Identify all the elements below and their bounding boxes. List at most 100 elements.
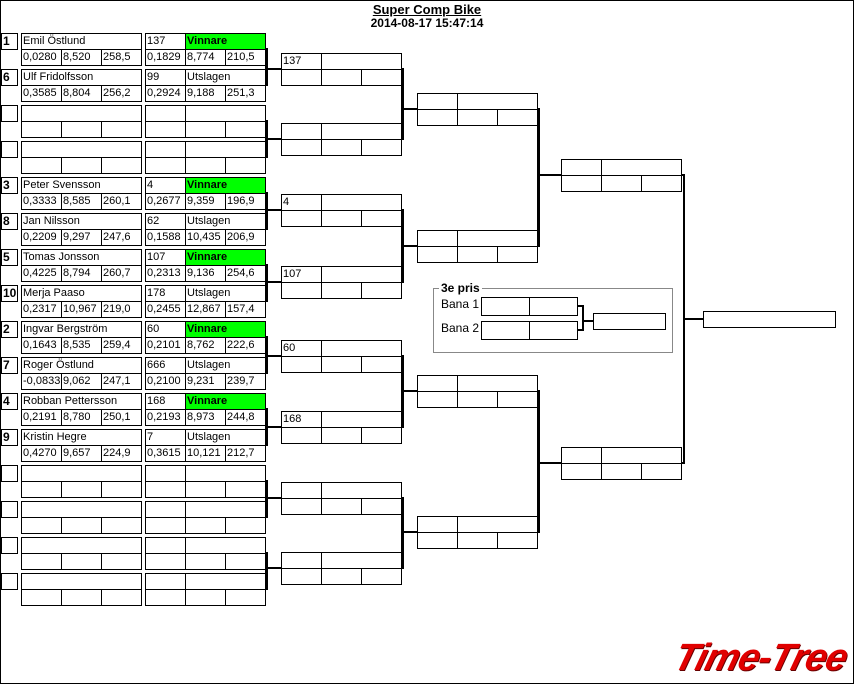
round2-match-time-1[interactable] (281, 427, 322, 444)
result-time-1[interactable]: 0,2677 (145, 193, 186, 210)
semifinal-match-number[interactable] (561, 159, 602, 176)
rider-time-3[interactable] (101, 589, 142, 606)
result-status[interactable] (185, 105, 266, 122)
result-time-1[interactable]: 0,3615 (145, 445, 186, 462)
round3-match-time-3[interactable] (497, 532, 538, 549)
rider-time-2[interactable] (61, 517, 102, 534)
result-time-1[interactable] (145, 553, 186, 570)
rider-time-1[interactable]: 0,2209 (21, 229, 62, 246)
result-number[interactable] (145, 501, 186, 518)
round2-match-status[interactable] (321, 340, 402, 357)
result-number[interactable]: 137 (145, 33, 186, 50)
round3-match-time-3[interactable] (497, 391, 538, 408)
result-status[interactable]: Utslagen (185, 429, 266, 446)
semifinal-match-number[interactable] (561, 447, 602, 464)
round3-match-number[interactable] (417, 516, 458, 533)
rider-name[interactable]: Roger Östlund (21, 357, 142, 374)
rider-time-1[interactable] (21, 481, 62, 498)
round2-match-status[interactable] (321, 482, 402, 499)
rider-time-1[interactable]: 0,2317 (21, 301, 62, 318)
rider-time-3[interactable] (101, 553, 142, 570)
result-number[interactable]: 4 (145, 177, 186, 194)
rider-time-2[interactable]: 8,535 (61, 337, 102, 354)
round3-match-number[interactable] (417, 93, 458, 110)
round2-match-number[interactable]: 107 (281, 266, 322, 283)
semifinal-match-time-2[interactable] (601, 175, 642, 192)
rider-time-3[interactable]: 260,7 (101, 265, 142, 282)
round2-match-time-2[interactable] (321, 69, 362, 86)
round3-match-time-2[interactable] (457, 391, 498, 408)
result-time-1[interactable] (145, 517, 186, 534)
result-time-3[interactable]: 251,3 (225, 85, 266, 102)
round2-match-time-3[interactable] (361, 210, 402, 227)
round3-match-status[interactable] (457, 230, 538, 247)
rider-time-1[interactable]: 0,4225 (21, 265, 62, 282)
round2-match-time-2[interactable] (321, 356, 362, 373)
result-number[interactable]: 7 (145, 429, 186, 446)
round2-match-time-1[interactable] (281, 69, 322, 86)
rider-time-2[interactable]: 8,780 (61, 409, 102, 426)
round2-match-status[interactable] (321, 194, 402, 211)
rider-time-3[interactable]: 224,9 (101, 445, 142, 462)
rider-name[interactable]: Tomas Jonsson (21, 249, 142, 266)
rider-name[interactable]: Jan Nilsson (21, 213, 142, 230)
rider-name[interactable]: Ingvar Bergström (21, 321, 142, 338)
result-time-2[interactable] (185, 481, 226, 498)
result-time-2[interactable]: 9,359 (185, 193, 226, 210)
rider-name[interactable]: Merja Paaso (21, 285, 142, 302)
result-time-2[interactable] (185, 589, 226, 606)
round2-match-time-1[interactable] (281, 356, 322, 373)
rider-time-3[interactable]: 247,1 (101, 373, 142, 390)
result-time-3[interactable]: 254,6 (225, 265, 266, 282)
rider-time-3[interactable]: 247,6 (101, 229, 142, 246)
result-status[interactable]: Utslagen (185, 213, 266, 230)
round2-match-time-1[interactable] (281, 139, 322, 156)
result-number[interactable]: 168 (145, 393, 186, 410)
rider-time-1[interactable] (21, 121, 62, 138)
round2-match-status[interactable] (321, 411, 402, 428)
round3-match-status[interactable] (457, 375, 538, 392)
rider-time-3[interactable]: 256,2 (101, 85, 142, 102)
rider-time-1[interactable]: -0,0833 (21, 373, 62, 390)
result-time-1[interactable]: 0,2313 (145, 265, 186, 282)
rider-name[interactable]: Robban Pettersson (21, 393, 142, 410)
result-number[interactable] (145, 105, 186, 122)
rider-time-2[interactable] (61, 553, 102, 570)
rider-name[interactable]: Emil Östlund (21, 33, 142, 50)
result-number[interactable] (145, 465, 186, 482)
result-time-1[interactable]: 0,2193 (145, 409, 186, 426)
result-status[interactable] (185, 141, 266, 158)
round2-match-time-3[interactable] (361, 139, 402, 156)
result-time-3[interactable]: 212,7 (225, 445, 266, 462)
result-status[interactable]: Utslagen (185, 357, 266, 374)
rider-time-1[interactable]: 0,0280 (21, 49, 62, 66)
result-time-3[interactable]: 196,9 (225, 193, 266, 210)
result-number[interactable]: 99 (145, 69, 186, 86)
round2-match-time-3[interactable] (361, 69, 402, 86)
round3-match-status[interactable] (457, 516, 538, 533)
rider-time-1[interactable] (21, 589, 62, 606)
result-time-2[interactable] (185, 517, 226, 534)
result-time-2[interactable]: 12,867 (185, 301, 226, 318)
round3-match-time-2[interactable] (457, 532, 498, 549)
result-time-2[interactable] (185, 121, 226, 138)
round3-match-time-1[interactable] (417, 109, 458, 126)
rider-name[interactable]: Kristin Hegre (21, 429, 142, 446)
result-time-3[interactable]: 239,7 (225, 373, 266, 390)
round2-match-time-2[interactable] (321, 427, 362, 444)
round2-match-time-3[interactable] (361, 498, 402, 515)
rider-time-3[interactable]: 259,4 (101, 337, 142, 354)
result-time-3[interactable]: 210,5 (225, 49, 266, 66)
rider-time-3[interactable]: 219,0 (101, 301, 142, 318)
rider-time-3[interactable] (101, 121, 142, 138)
round2-match-time-1[interactable] (281, 282, 322, 299)
result-status[interactable] (185, 465, 266, 482)
rider-name[interactable]: Ulf Fridolfsson (21, 69, 142, 86)
result-time-3[interactable] (225, 481, 266, 498)
round3-match-time-2[interactable] (457, 246, 498, 263)
round2-match-time-2[interactable] (321, 139, 362, 156)
result-time-2[interactable]: 8,774 (185, 49, 226, 66)
rider-name[interactable] (21, 573, 142, 590)
round2-match-time-3[interactable] (361, 282, 402, 299)
rider-time-3[interactable]: 258,5 (101, 49, 142, 66)
